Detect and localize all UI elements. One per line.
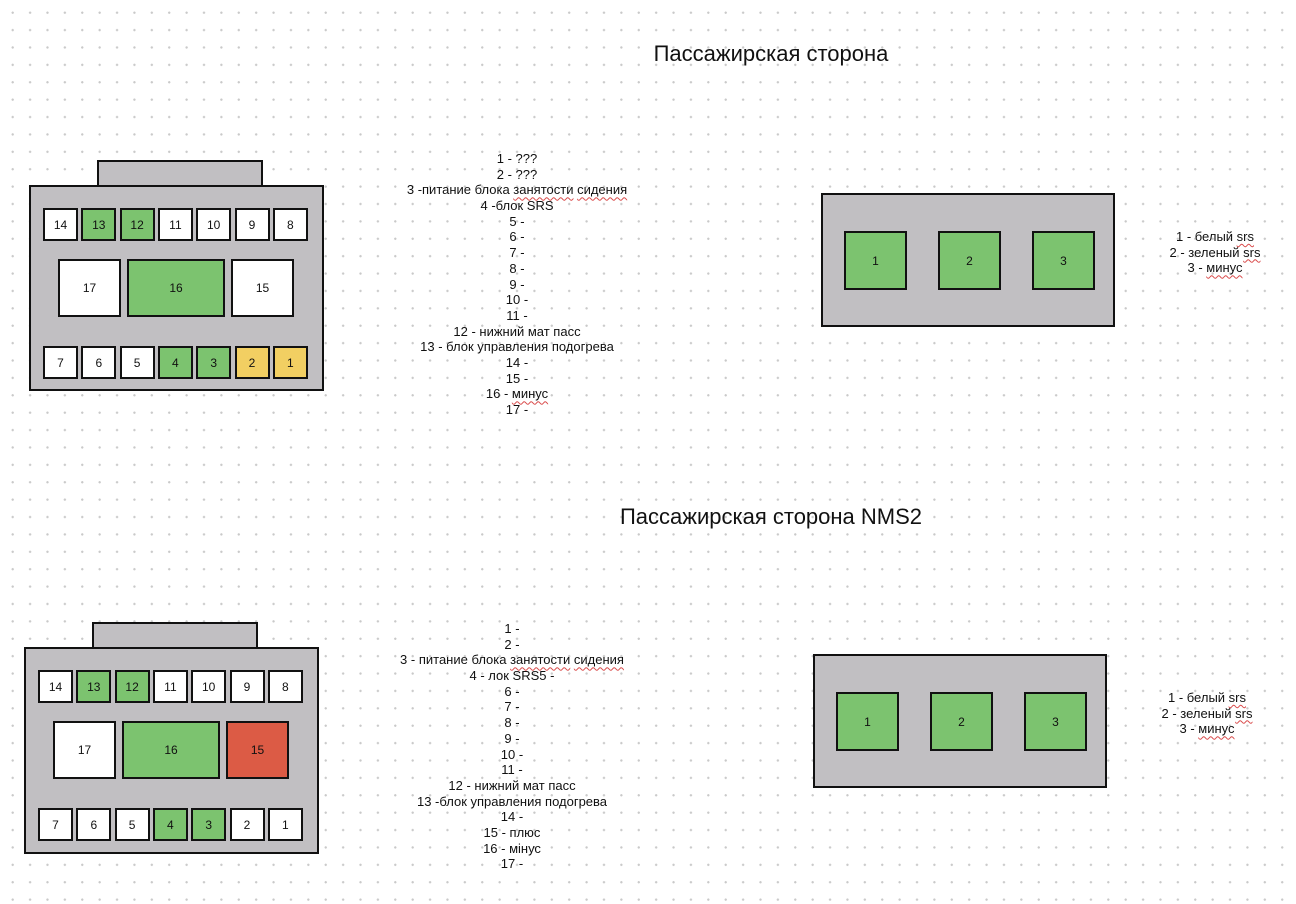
pin-note: 3 -питание блока занятости сидения [406, 182, 628, 198]
pin-note: 17 - [500, 856, 524, 872]
pin-3: 3 [1032, 231, 1095, 290]
pin-note: 13 - блок управления подогрева [420, 339, 614, 355]
pin-1: 1 [836, 692, 899, 751]
pin-5: 5 [119, 346, 155, 379]
pin-4: 4 [152, 808, 188, 841]
connector-latch [92, 622, 258, 649]
pin-note: 13 -блок управления подогрева [416, 793, 608, 809]
pin-12: 12 [119, 208, 155, 241]
pin-6: 6 [76, 808, 112, 841]
small-pin-note: 2 - зеленый srs [1169, 244, 1261, 260]
pin-17: 17 [53, 721, 116, 779]
pin-note: 5 - [509, 213, 525, 229]
pin-9: 9 [229, 670, 265, 703]
pin-10: 10 [196, 208, 232, 241]
pin-note: 15 - [505, 370, 529, 386]
pin-1: 1 [267, 808, 303, 841]
pin-note: 8 - [509, 260, 525, 276]
pin-note: 6 - [504, 683, 520, 699]
pin-note: 7 - [509, 245, 525, 261]
pin-4: 4 [157, 346, 193, 379]
pin-note: 7 - [504, 699, 520, 715]
pin-note: 10 - [505, 292, 529, 308]
pin-3: 3 [1024, 692, 1087, 751]
pin-12: 12 [114, 670, 150, 703]
pin-7: 7 [38, 808, 73, 841]
pin-note: 15 - плюс [483, 824, 541, 840]
pin-11: 11 [157, 208, 193, 241]
pin-note: 6 - [509, 229, 525, 245]
pin-note: 9 - [504, 730, 520, 746]
pin-note: 12 - нижний мат пасс [453, 323, 581, 339]
pin-note: 11 - [506, 307, 528, 323]
pin-note: 17 - [505, 402, 529, 417]
pin-3: 3 [191, 808, 227, 841]
pin-note: 14 - [500, 809, 524, 825]
pin-note: 2 - ??? [496, 166, 538, 182]
connector-latch [97, 160, 263, 187]
pin-2: 2 [229, 808, 265, 841]
pin-15: 15 [231, 259, 294, 317]
small-pin-note: 3 - минус [1179, 721, 1235, 737]
pin-note: 1 - [504, 621, 520, 636]
pin-16: 16 [127, 259, 225, 317]
pin-note: 1 - ??? [496, 151, 538, 166]
pin-note: 4 -блок SRS [480, 198, 554, 214]
pin-8: 8 [272, 208, 308, 241]
pin-note: 12 - нижний мат пасс [448, 777, 576, 793]
pin-note: 8 - [504, 715, 520, 731]
section-title: Пассажирская сторона NMS2 [619, 504, 923, 529]
pin-note: 9 - [509, 276, 525, 292]
pin-note: 3 - питание блока занятости сидения [400, 652, 624, 668]
pin-14: 14 [43, 208, 78, 241]
pin-6: 6 [81, 346, 117, 379]
pin-note: 16 - мінус [483, 840, 541, 856]
pin-note: 10 - [500, 746, 524, 762]
pin-notes: 1 -2 -3 - питание блока занятости сидени… [400, 621, 624, 872]
small-pin-note: 1 - белый srs [1175, 229, 1255, 244]
pin-3: 3 [196, 346, 232, 379]
small-pin-note: 3 - минус [1187, 260, 1243, 276]
pin-note: 14 - [505, 354, 529, 370]
pin-8: 8 [267, 670, 303, 703]
pin-2: 2 [930, 692, 993, 751]
pin-7: 7 [43, 346, 78, 379]
pin-1: 1 [844, 231, 907, 290]
section-title: Пассажирская сторона [653, 41, 889, 66]
small-pin-note: 1 - белый srs [1167, 690, 1247, 705]
pin-notes: 1 - ???2 - ???3 -питание блока занятости… [407, 151, 627, 418]
pin-2: 2 [234, 346, 270, 379]
pin-note: 4 - лок SRS5 - [469, 668, 555, 684]
small-pin-note: 2 - зеленый srs [1161, 705, 1253, 721]
pin-13: 13 [76, 670, 112, 703]
pin-13: 13 [81, 208, 117, 241]
pin-1: 1 [272, 346, 308, 379]
pin-5: 5 [114, 808, 150, 841]
pin-note: 11 - [501, 762, 523, 778]
pin-note: 2 - [504, 636, 520, 652]
pin-9: 9 [234, 208, 270, 241]
pin-16: 16 [122, 721, 220, 779]
pin-10: 10 [191, 670, 227, 703]
pin-15: 15 [226, 721, 289, 779]
pin-14: 14 [38, 670, 73, 703]
pin-note: 16 - минус [485, 386, 549, 402]
pin-17: 17 [58, 259, 121, 317]
pin-2: 2 [938, 231, 1001, 290]
pin-11: 11 [152, 670, 188, 703]
